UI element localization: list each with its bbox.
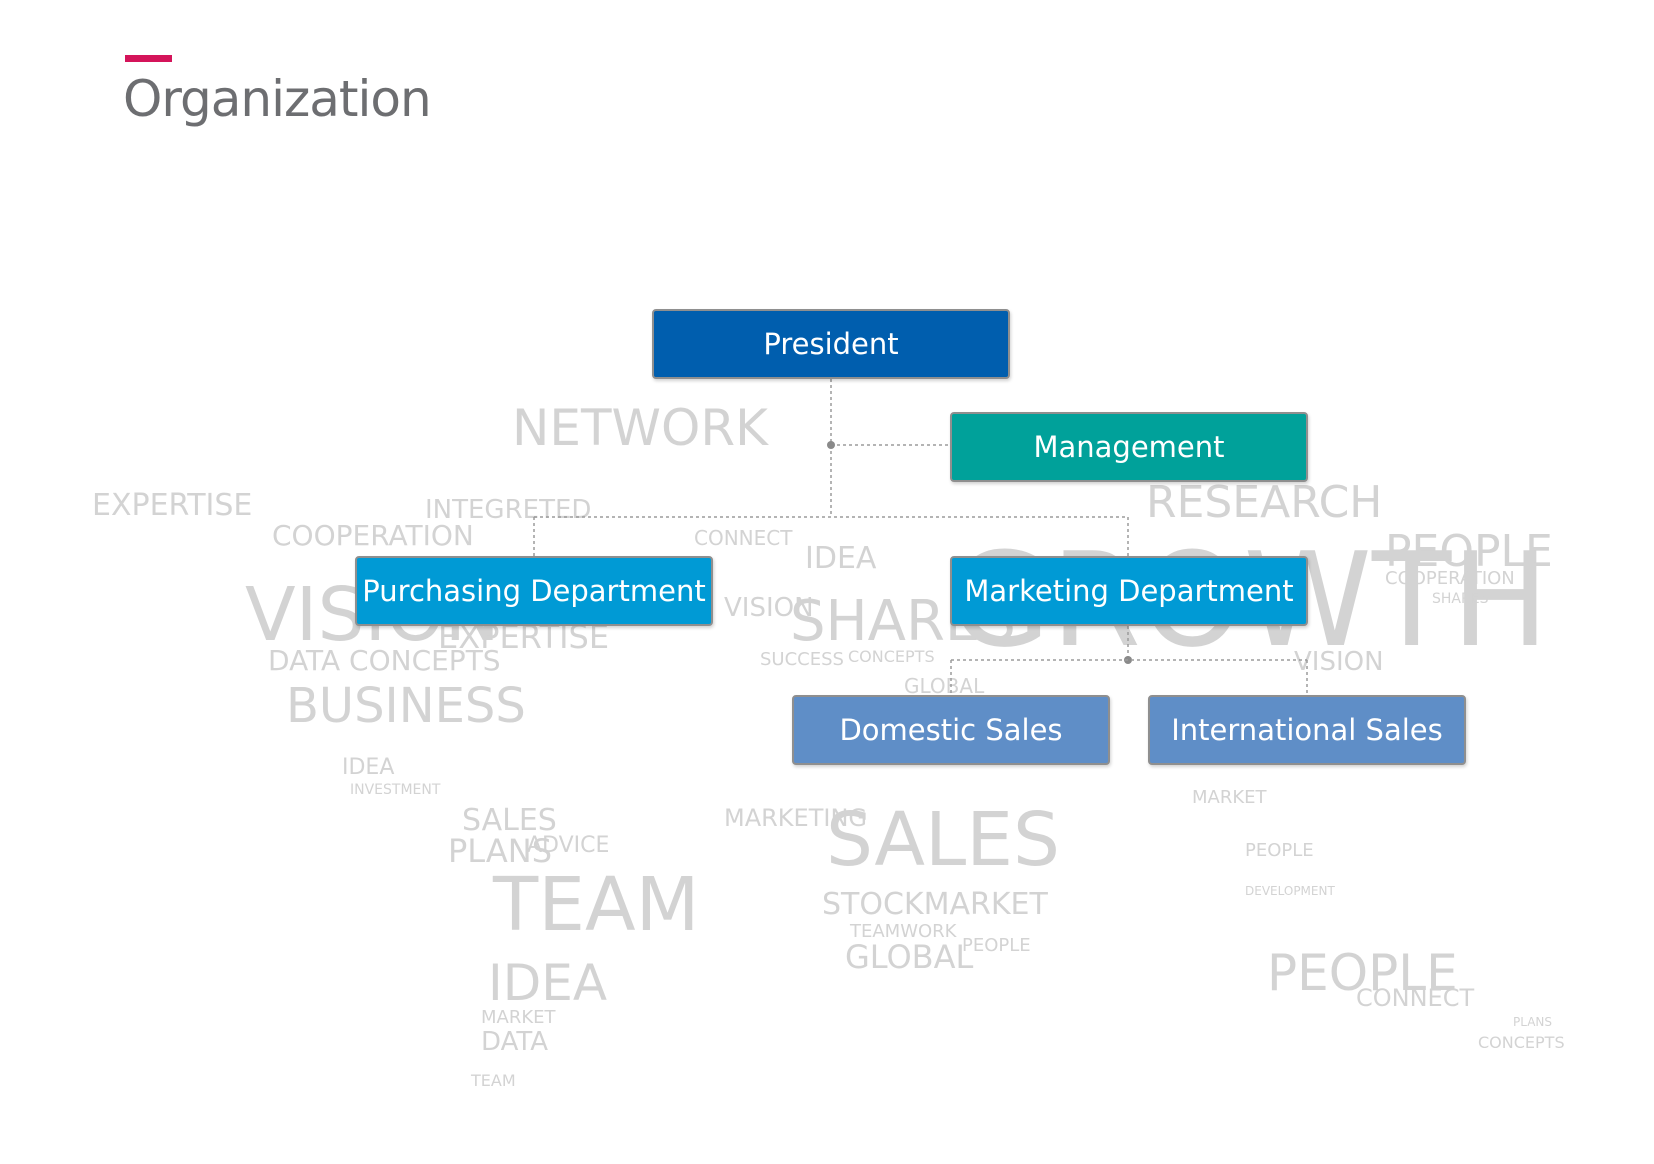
management-label: Management: [1033, 430, 1225, 464]
page-title: Organization: [123, 70, 432, 128]
purchasing-department-label: Purchasing Department: [362, 574, 706, 608]
international-sales-node: International Sales: [1148, 695, 1466, 765]
domestic-sales-label: Domestic Sales: [839, 713, 1063, 747]
marketing-department-label: Marketing Department: [964, 574, 1294, 608]
connector-management-junction: [827, 441, 835, 449]
management-node: Management: [950, 412, 1308, 482]
purchasing-department-node: Purchasing Department: [355, 556, 713, 626]
domestic-sales-node: Domestic Sales: [792, 695, 1110, 765]
marketing-department-node: Marketing Department: [950, 556, 1308, 626]
title-accent-bar: [125, 55, 172, 62]
president-node: President: [652, 309, 1010, 379]
president-label: President: [763, 327, 899, 361]
international-sales-label: International Sales: [1171, 713, 1443, 747]
